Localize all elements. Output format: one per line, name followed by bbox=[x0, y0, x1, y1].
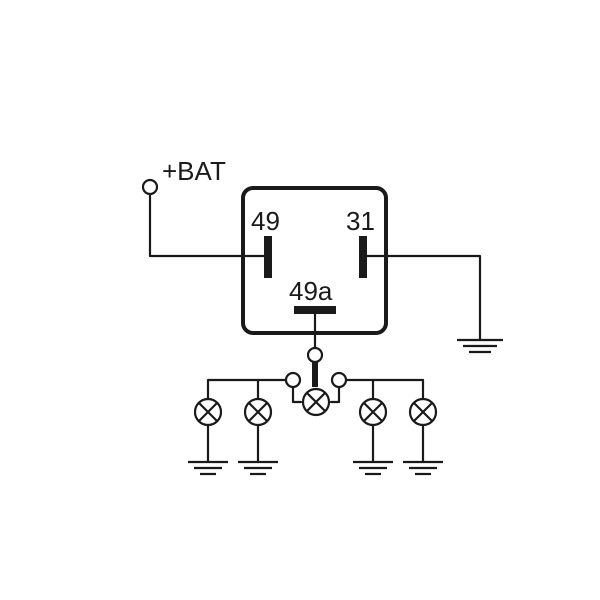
lamp-4 bbox=[403, 397, 443, 476]
pin-49a-contact bbox=[294, 306, 336, 314]
pin-31-ground-symbol bbox=[457, 338, 503, 354]
switch-left-terminal bbox=[284, 371, 302, 389]
ground-icon bbox=[238, 460, 278, 476]
ground-icon bbox=[188, 460, 228, 476]
battery-label: +BAT bbox=[162, 156, 226, 186]
switch-common-terminal bbox=[306, 346, 324, 364]
pin-49-contact bbox=[264, 236, 272, 278]
indicator-lamp-right-wire bbox=[329, 385, 341, 404]
pin-49a-label: 49a bbox=[289, 276, 333, 306]
right-bus-wire bbox=[344, 378, 425, 400]
switch-right-terminal bbox=[330, 371, 348, 389]
ground-icon bbox=[353, 460, 393, 476]
battery-wire bbox=[148, 192, 270, 258]
lamp-2 bbox=[238, 397, 278, 476]
pin-31-wire bbox=[365, 254, 482, 342]
pin-31-label: 31 bbox=[346, 206, 375, 236]
changeover-switch bbox=[284, 346, 348, 389]
ground-icon bbox=[403, 460, 443, 476]
left-bus-wire bbox=[206, 378, 288, 400]
lamp-3 bbox=[353, 397, 393, 476]
battery-terminal bbox=[141, 178, 159, 196]
battery-connection bbox=[141, 178, 270, 258]
pin-49-label: 49 bbox=[251, 206, 280, 236]
pin-31-contact bbox=[359, 236, 367, 278]
lamp-1 bbox=[188, 397, 228, 476]
indicator-lamp bbox=[291, 385, 341, 417]
indicator-lamp-left-wire bbox=[291, 385, 303, 404]
